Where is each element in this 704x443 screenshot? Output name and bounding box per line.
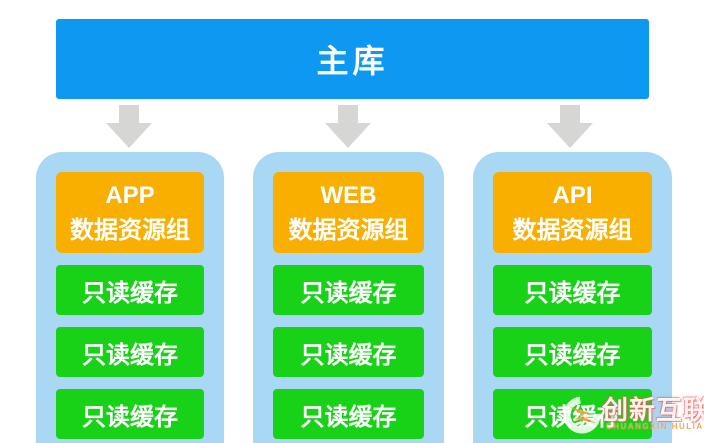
readonly-cache-node: 只读缓存: [56, 389, 204, 439]
readonly-cache-node: 只读缓存: [273, 265, 424, 315]
group-name: WEB: [320, 181, 377, 209]
master-db-label: 主库: [316, 43, 389, 79]
group-subtitle: 数据资源组: [512, 216, 633, 244]
readonly-cache-node: 只读缓存: [56, 265, 204, 315]
readonly-cache-node: 只读缓存: [493, 327, 652, 377]
group-name: APP: [105, 181, 155, 209]
resource-group-app: APP 数据资源组 只读缓存 只读缓存 只读缓存: [36, 152, 224, 443]
readonly-cache-node: 只读缓存: [56, 327, 204, 377]
readonly-cache-node: 只读缓存: [273, 389, 424, 439]
master-db-node: 主库: [56, 19, 649, 99]
readonly-cache-node: 只读缓存: [493, 265, 652, 315]
down-arrow-icon: [325, 105, 371, 148]
group-subtitle: 数据资源组: [288, 216, 409, 244]
group-subtitle: 数据资源组: [70, 216, 190, 244]
readonly-cache-node: 只读缓存: [493, 389, 652, 439]
group-header: API 数据资源组: [493, 172, 652, 253]
resource-group-web: WEB 数据资源组 只读缓存 只读缓存 只读缓存: [253, 152, 444, 443]
readonly-cache-node: 只读缓存: [273, 327, 424, 377]
group-header: WEB 数据资源组: [273, 172, 424, 253]
down-arrow-icon: [547, 105, 593, 148]
resource-group-api: API 数据资源组 只读缓存 只读缓存 只读缓存: [473, 152, 672, 443]
group-name: API: [552, 181, 593, 209]
down-arrow-icon: [106, 105, 152, 148]
group-header: APP 数据资源组: [56, 172, 204, 253]
